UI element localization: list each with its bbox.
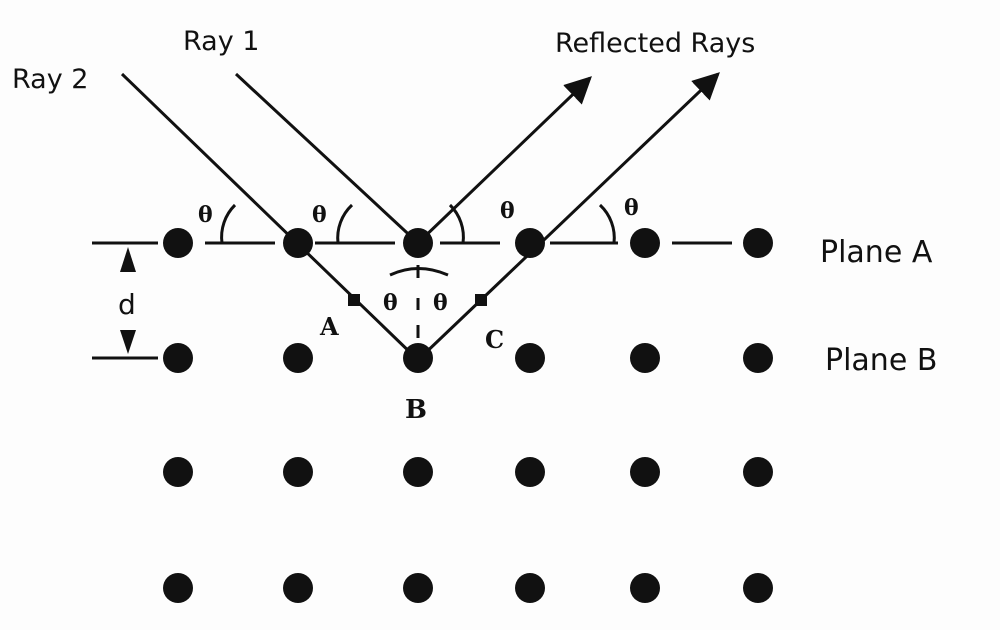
atom-r3-c6: [743, 457, 773, 487]
atom-r2-c3: [403, 343, 433, 373]
atom-r3-c4: [515, 457, 545, 487]
ray-1-path: [234, 72, 420, 245]
atom-r1-c2: [283, 228, 313, 258]
ray-2-path: [120, 72, 420, 362]
atom-r2-c2: [283, 343, 313, 373]
ray-1-label: Ray 1: [183, 26, 259, 57]
atom-r2-c1: [163, 343, 193, 373]
point-c-marker: [475, 294, 487, 306]
spacing-bracket: [92, 241, 158, 360]
atom-r1-c3: [403, 228, 433, 258]
reflected-ray-1: [416, 76, 592, 245]
atom-r2-c5: [630, 343, 660, 373]
atom-r3-c3: [403, 457, 433, 487]
atom-r3-c2: [283, 457, 313, 487]
atom-r3-c1: [163, 457, 193, 487]
theta-label-3: θ: [500, 198, 515, 224]
angle-arcs: [220, 203, 616, 277]
atom-r3-c5: [630, 457, 660, 487]
atom-r4-c4: [515, 573, 545, 603]
ray-2-label: Ray 2: [12, 64, 88, 95]
atom-r1-c4: [515, 228, 545, 258]
plane-b-label: Plane B: [825, 343, 937, 378]
theta-label-2: θ: [312, 202, 327, 228]
theta-label-1: θ: [198, 202, 213, 228]
point-a-marker: [348, 294, 360, 306]
atom-r4-c6: [743, 573, 773, 603]
atom-r4-c5: [630, 573, 660, 603]
spacing-label: d: [118, 288, 136, 321]
atom-r4-c3: [403, 573, 433, 603]
atom-r4-c2: [283, 573, 313, 603]
atom-r2-c4: [515, 343, 545, 373]
atom-r4-c1: [163, 573, 193, 603]
atom-r1-c5: [630, 228, 660, 258]
plane-a-label: Plane A: [820, 235, 933, 270]
point-c-label: C: [485, 325, 504, 354]
atom-r2-c6: [743, 343, 773, 373]
reflected-rays-label: Reflected Rays: [555, 28, 755, 59]
theta-label-4: θ: [624, 195, 639, 221]
atom-r1-c1: [163, 228, 193, 258]
spacing-arrow-up: [120, 247, 136, 272]
point-a-label: A: [319, 312, 339, 341]
lattice-atoms: [163, 228, 773, 603]
point-b-label: B: [405, 395, 427, 425]
theta-label-5: θ: [383, 290, 398, 316]
theta-label-6: θ: [433, 290, 448, 316]
spacing-arrow-down: [120, 330, 136, 354]
reflected-ray-2: [416, 72, 720, 362]
atom-r1-c6: [743, 228, 773, 258]
